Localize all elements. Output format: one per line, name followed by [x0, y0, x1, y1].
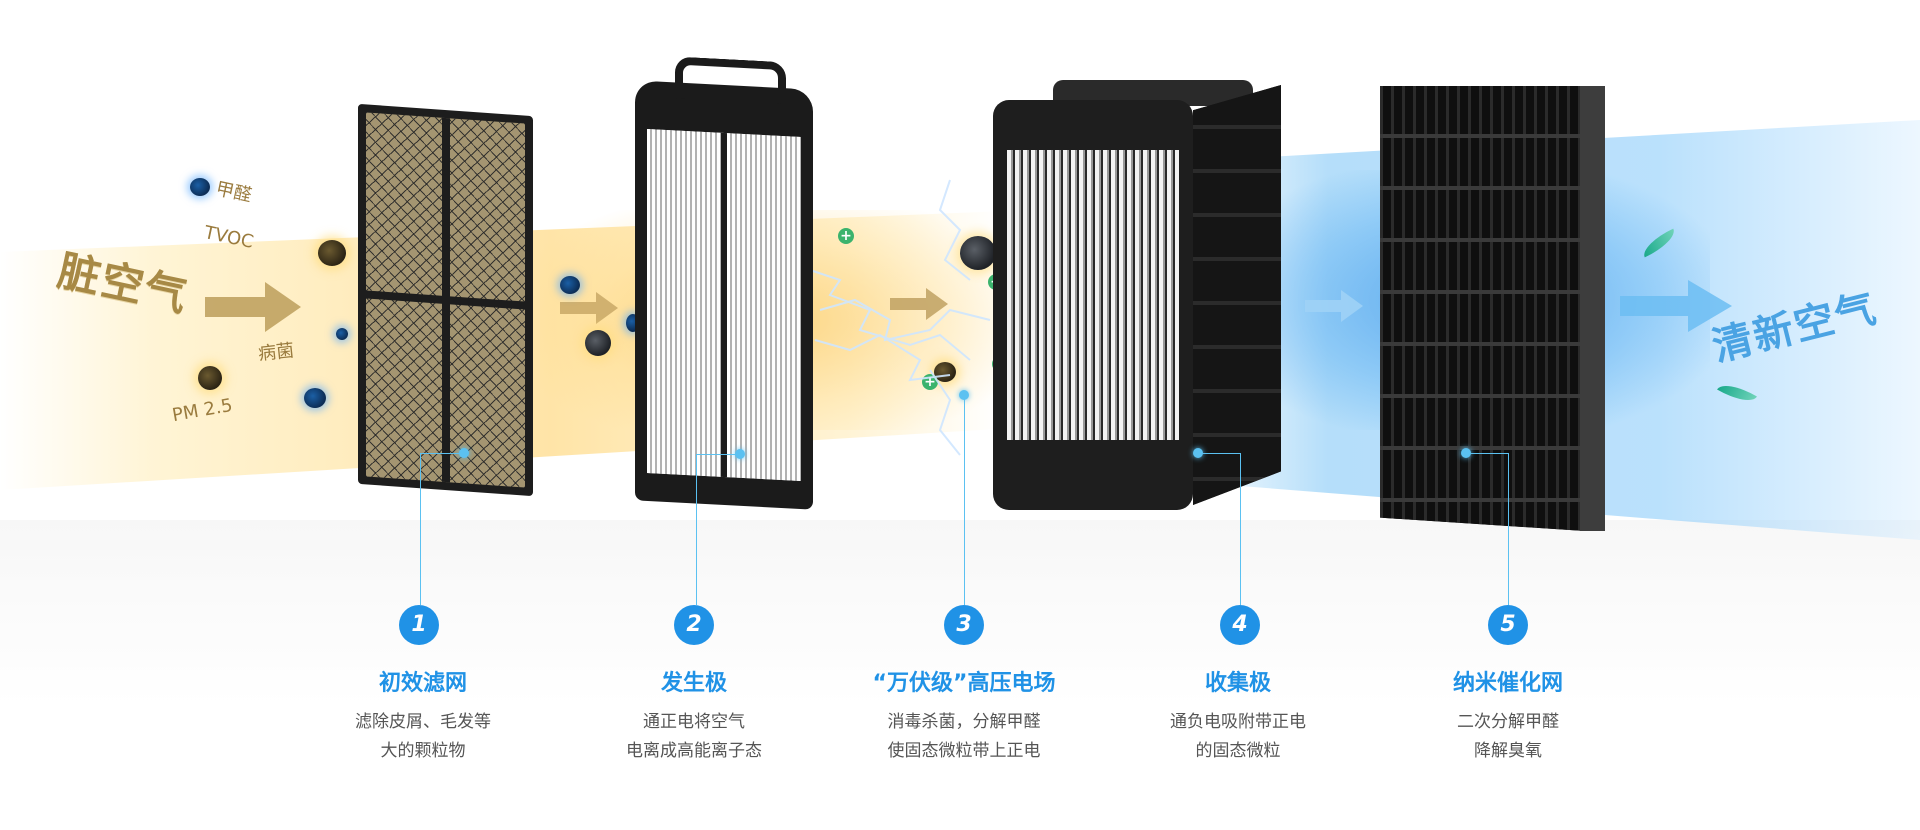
input-arrow-icon — [205, 282, 301, 332]
pollutant-formaldehyde: 甲醛 — [213, 178, 254, 207]
leader-line — [420, 453, 421, 605]
particle — [198, 366, 222, 390]
particle — [560, 276, 580, 294]
arrow-icon — [890, 288, 948, 320]
stage-4-title: 收集极 — [1204, 671, 1271, 696]
leader-line — [696, 454, 697, 605]
lightning-icon — [809, 179, 991, 456]
step-number-2: 2 — [674, 605, 714, 645]
primary-filter-mesh — [358, 103, 533, 497]
stage-3-description: 消毒杀菌，分解甲醛使固态微粒带上正电 — [887, 712, 1041, 761]
stage-4-description: 通负电吸附带正电的固态微粒 — [1170, 712, 1306, 761]
particle — [318, 240, 346, 266]
particle — [336, 328, 348, 340]
leader-line — [1198, 453, 1240, 454]
stage-2-title: 发生极 — [660, 671, 727, 696]
collector-electrode — [993, 80, 1281, 520]
marker-dot — [735, 449, 745, 459]
stage-5-description: 二次分解甲醛降解臭氧 — [1457, 712, 1559, 761]
leader-line — [696, 454, 736, 455]
particle — [960, 236, 996, 270]
leader-line — [964, 395, 965, 605]
stage-3-title: “万伏级”高压电场 — [872, 671, 1056, 696]
marker-dot — [459, 448, 469, 458]
emitter-electrode — [635, 56, 813, 510]
particle — [304, 388, 326, 408]
output-arrow-icon — [1620, 280, 1732, 332]
pollutant-bacteria: 病菌 — [257, 340, 296, 365]
step-number-1: 1 — [399, 605, 439, 645]
particle — [585, 330, 611, 356]
stage-2-description: 通正电将空气电离成高能离子态 — [626, 712, 762, 761]
leader-line — [1466, 453, 1508, 454]
step-number-3: 3 — [944, 605, 984, 645]
arrow-icon — [560, 292, 618, 324]
stage-1-description: 滤除皮屑、毛发等大的颗粒物 — [355, 712, 491, 761]
particle — [190, 178, 210, 196]
stage-1-title: 初效滤网 — [378, 671, 467, 696]
step-number-5: 5 — [1488, 605, 1528, 645]
step-number-4: 4 — [1220, 605, 1260, 645]
floor-shadow — [0, 520, 1920, 830]
leader-line — [1240, 453, 1241, 605]
leader-line — [420, 453, 460, 454]
leader-line — [1508, 453, 1509, 605]
stage-5-title: 纳米催化网 — [1452, 671, 1563, 696]
positive-ion-icon: + — [838, 228, 854, 244]
arrow-icon — [1305, 290, 1363, 322]
nano-catalyst-filter — [1380, 86, 1605, 531]
